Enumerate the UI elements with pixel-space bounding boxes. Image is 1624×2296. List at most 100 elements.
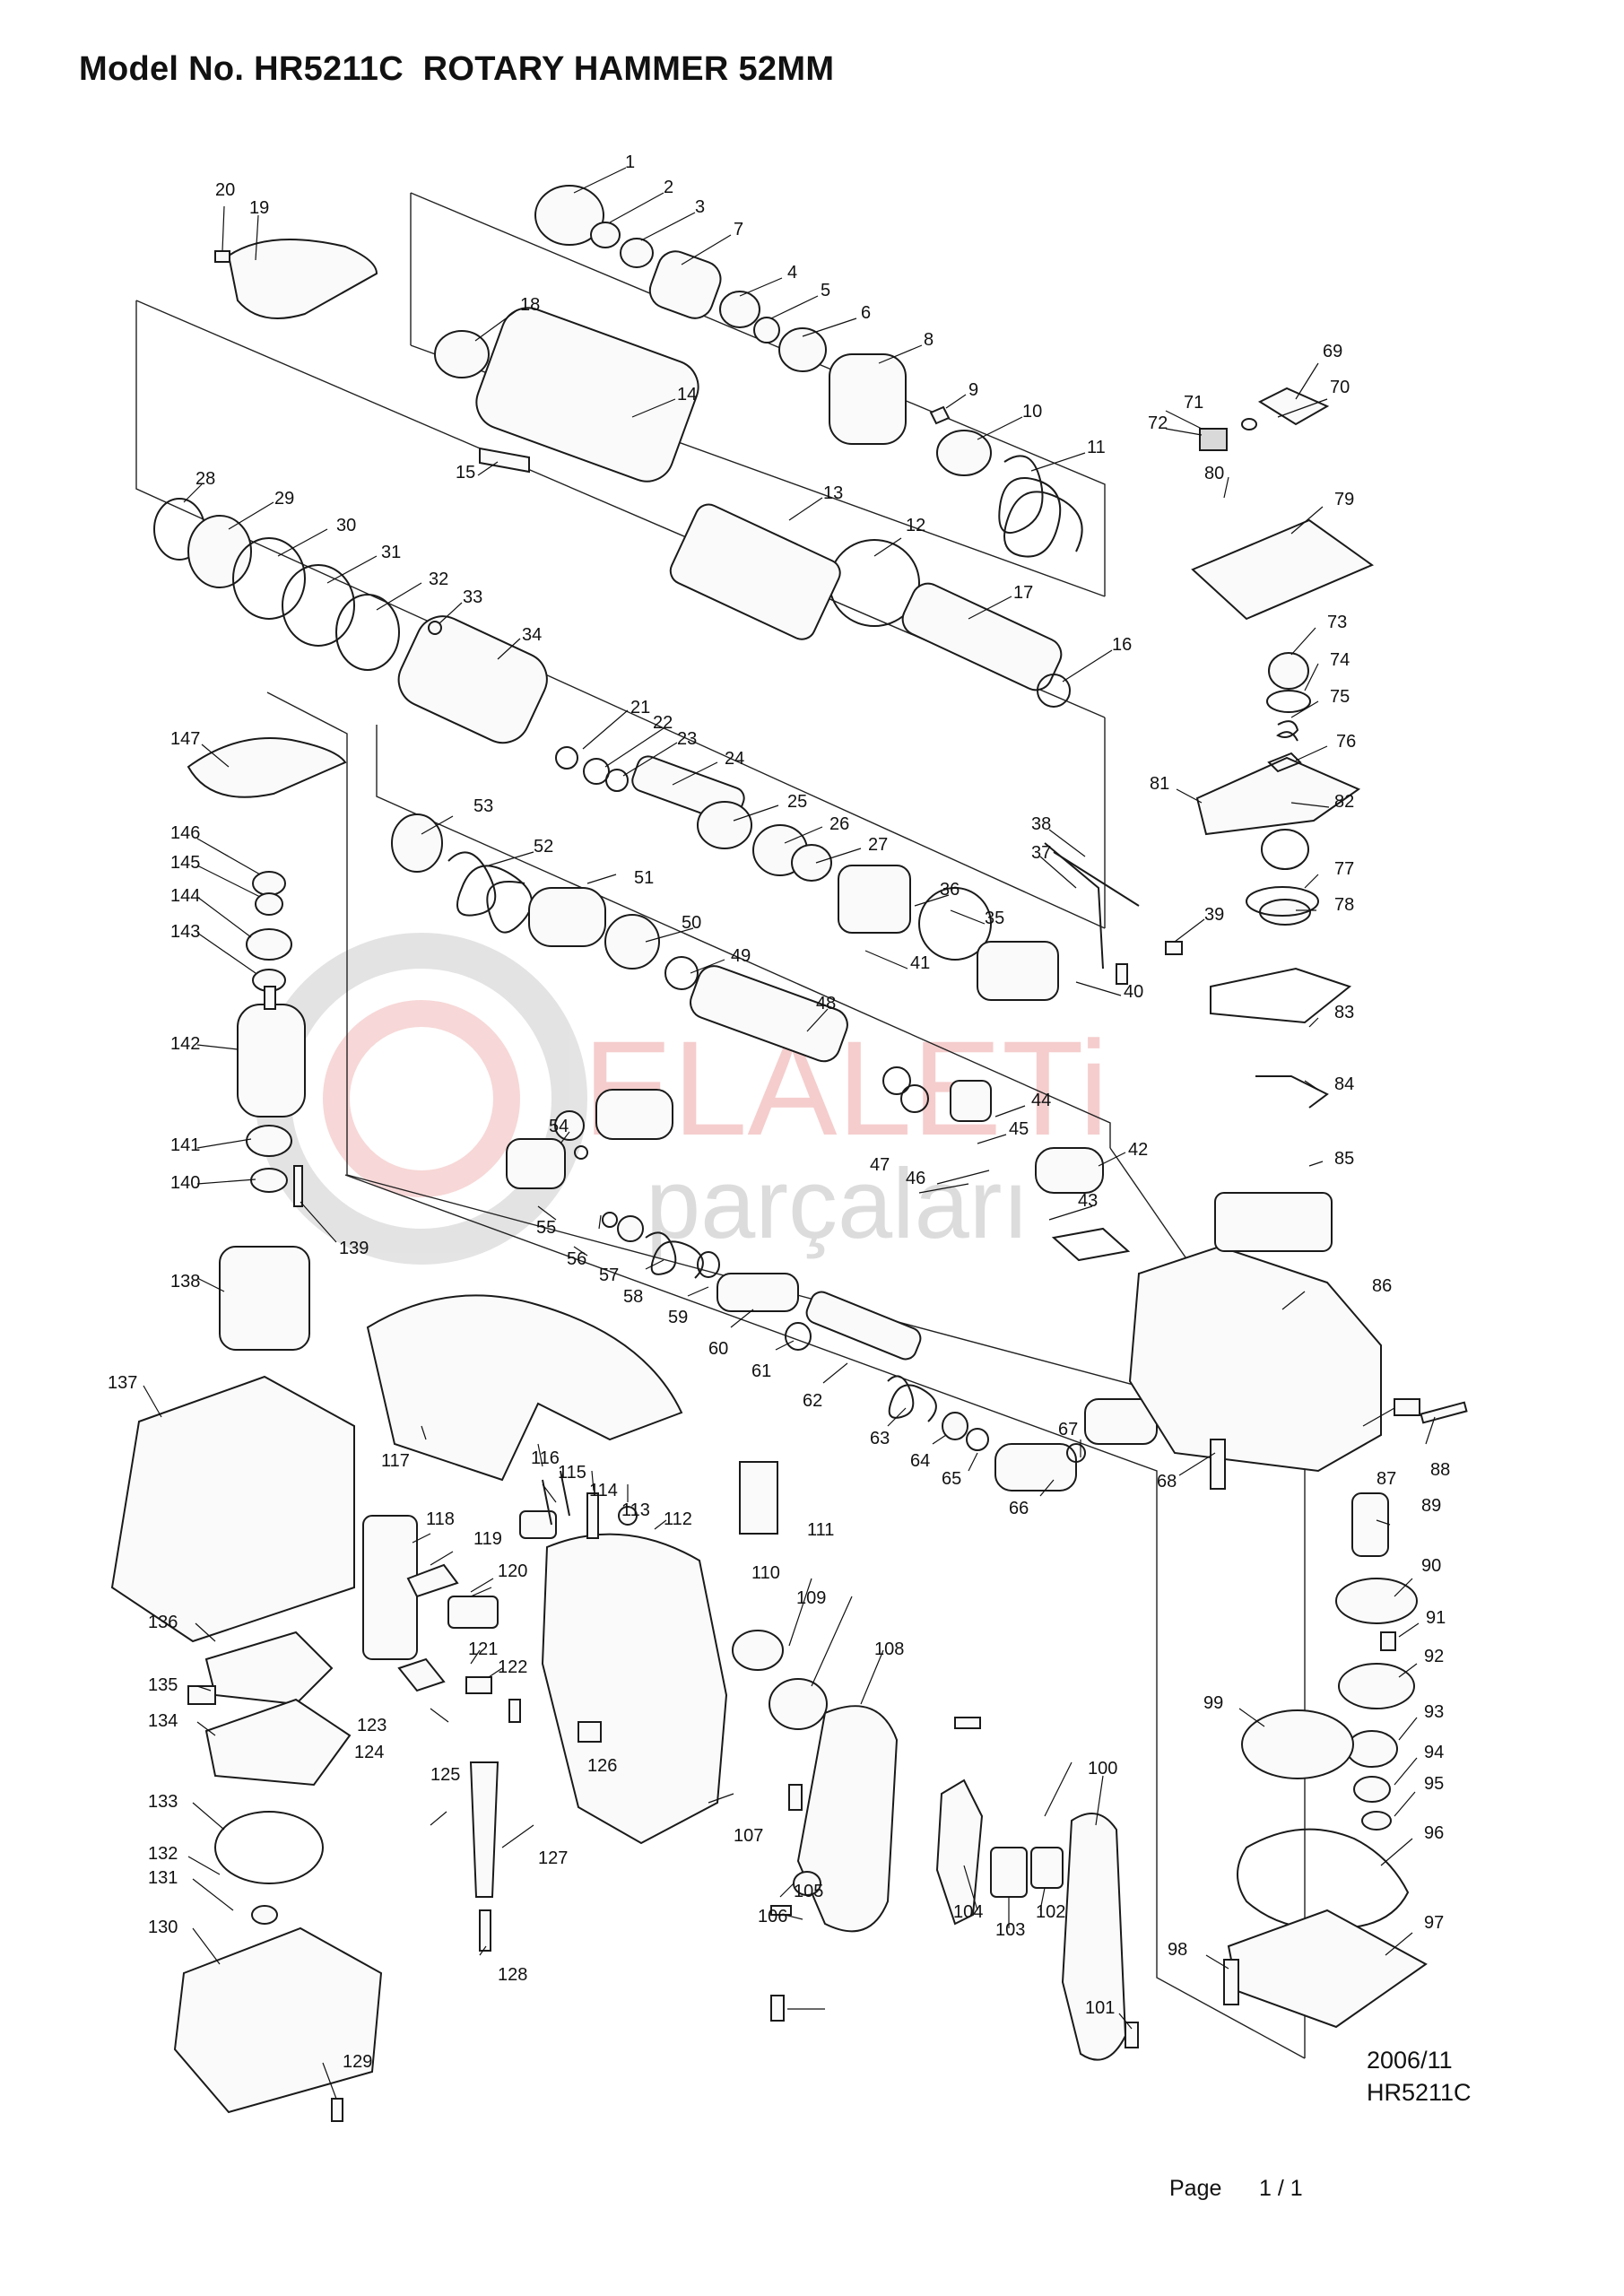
part-label: 79 [1334,490,1354,509]
revision-date: 2006/11 [1367,2047,1453,2074]
part-label: 131 [148,1868,178,1888]
part-label: 12 [906,516,925,535]
part-label: 59 [668,1308,688,1327]
part-label: 3 [695,197,705,217]
part-label: 29 [274,489,294,509]
part-label: 73 [1327,613,1347,632]
part-label: 38 [1031,814,1051,834]
part-label: 24 [725,749,744,769]
part-label: 75 [1330,687,1350,707]
part-label: 42 [1128,1140,1148,1160]
part-label: 57 [599,1265,619,1285]
part-label: 85 [1334,1149,1354,1169]
part-label: 92 [1424,1647,1444,1666]
part-label: 47 [870,1155,890,1175]
part-label: 144 [170,886,200,906]
part-label: 34 [522,625,542,645]
part-label: 81 [1150,774,1169,794]
part-label: 90 [1421,1556,1441,1576]
part-label: 97 [1424,1913,1444,1933]
part-label: 60 [708,1339,728,1359]
part-label: 114 [589,1481,618,1500]
page-label: Page [1169,2176,1222,2201]
part-label: 6 [861,303,871,323]
part-label: 15 [456,463,475,483]
part-label: 8 [924,330,934,350]
part-label: 96 [1424,1823,1444,1843]
part-label: 100 [1088,1759,1117,1779]
part-label: 103 [995,1920,1025,1940]
part-label: 45 [1009,1119,1029,1139]
part-label: 70 [1330,378,1350,397]
part-label: 51 [634,868,654,888]
part-label: 113 [621,1500,650,1520]
part-label: 132 [148,1844,178,1864]
part-label: 74 [1330,650,1350,670]
part-label: 124 [354,1743,384,1762]
part-label: 108 [874,1639,904,1659]
part-label: 22 [653,713,673,733]
part-label: 82 [1334,792,1354,812]
part-label: 28 [195,469,215,489]
part-label: 141 [170,1135,200,1155]
part-label: 23 [677,729,697,749]
part-label: 50 [682,913,701,933]
part-label: 41 [910,953,930,973]
part-label: 112 [664,1509,692,1529]
part-label: 84 [1334,1074,1354,1094]
part-label: 61 [751,1361,771,1381]
part-label: 40 [1124,982,1143,1002]
part-label: 102 [1036,1902,1065,1922]
part-label: 76 [1336,732,1356,752]
leader-lines [143,167,1436,2100]
part-label: 54 [549,1117,569,1136]
part-label: 9 [968,380,978,400]
part-label: 118 [426,1509,455,1529]
part-label: 87 [1376,1469,1396,1489]
part-label: 104 [953,1902,983,1922]
part-label: 140 [170,1173,200,1193]
part-label: 66 [1009,1499,1029,1518]
part-label: 52 [534,837,553,857]
part-label: 44 [1031,1091,1051,1110]
part-label: 135 [148,1675,178,1695]
part-label: 95 [1424,1774,1444,1794]
part-label: 101 [1085,1998,1115,2018]
part-label: 88 [1430,1460,1450,1480]
part-label: 58 [623,1287,643,1307]
part-label: 63 [870,1429,890,1448]
part-label: 115 [558,1463,586,1483]
part-label: 48 [816,994,836,1013]
part-label: 43 [1078,1191,1098,1211]
part-label: 1 [625,152,635,172]
part-label: 128 [498,1965,527,1985]
part-label: 10 [1022,402,1042,422]
part-label: 146 [170,823,200,843]
part-label: 123 [357,1716,386,1735]
part-label: 4 [787,263,797,283]
part-label: 98 [1168,1940,1187,1960]
part-label: 127 [538,1848,568,1868]
part-label: 17 [1013,583,1033,603]
part-label: 64 [910,1451,930,1471]
part-label: 78 [1334,895,1354,915]
part-label: 145 [170,853,200,873]
part-label: 14 [677,385,697,404]
part-label: 110 [751,1563,780,1583]
part-label: 62 [803,1391,822,1411]
part-label: 116 [531,1448,560,1468]
footer-model-number: HR5211C [1367,2079,1472,2106]
part-labels: 1 2 3 4 5 6 7 8 9 10 11 12 13 14 15 16 1… [108,152,1450,2072]
part-label: 147 [170,729,200,749]
part-label: 99 [1203,1693,1223,1713]
part-label: 139 [339,1239,369,1258]
part-label: 117 [381,1451,410,1471]
part-label: 5 [821,281,830,300]
part-label: 68 [1157,1472,1177,1492]
part-label: 111 [807,1520,834,1540]
part-label: 126 [587,1756,617,1776]
part-label: 120 [498,1561,527,1581]
part-label: 94 [1424,1743,1444,1762]
part-label: 31 [381,543,401,562]
